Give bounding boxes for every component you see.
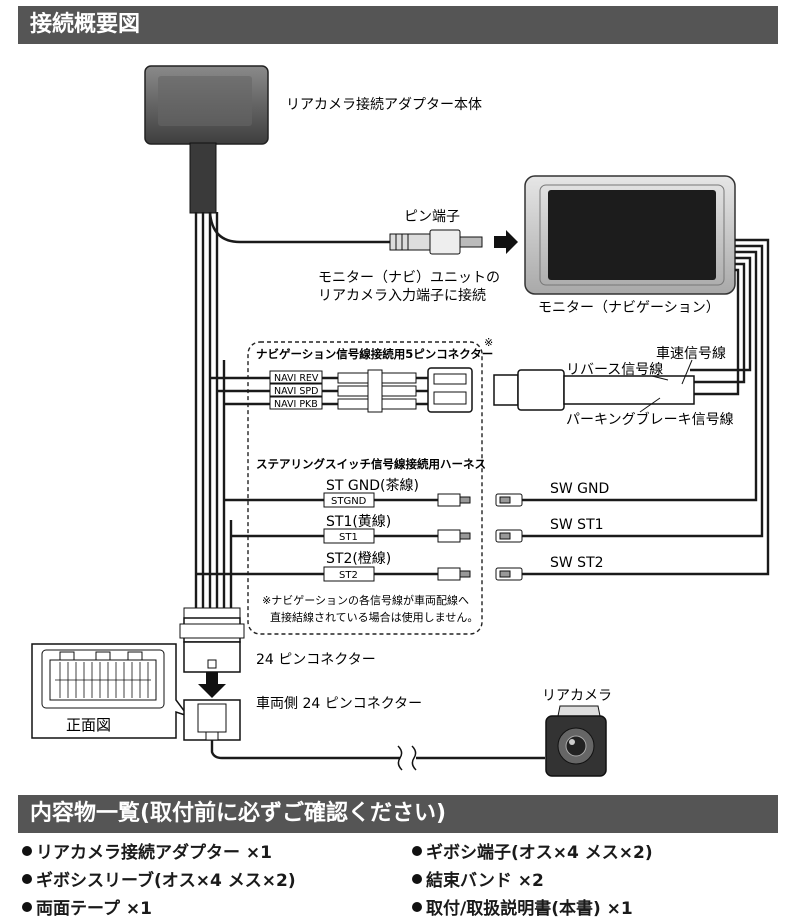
list-item: 両面テープ ×1 <box>22 894 152 919</box>
list-item: ギボシスリーブ(オス×4 メス×2) <box>22 866 296 891</box>
st2-tag: ST2 <box>339 570 358 581</box>
steering-wires <box>196 498 440 576</box>
parking-signal-label: パーキングブレーキ信号線 <box>566 411 734 428</box>
list-item: ギボシ端子(オス×4 メス×2) <box>412 838 653 863</box>
bullet-icon <box>22 874 32 884</box>
video-cable <box>208 211 390 244</box>
bullet-icon <box>412 846 422 856</box>
arrow-down-icon <box>198 672 226 698</box>
main-harness <box>194 212 233 610</box>
navi-tags <box>269 370 323 410</box>
st1-label: ST1(黄線) <box>326 513 391 530</box>
speed-signal-label: 車速信号線 <box>656 345 726 362</box>
monitor-wires <box>520 238 770 576</box>
vehicle-connector-label: 車両側 24 ピンコネクター <box>256 695 422 712</box>
bullet-icon <box>412 902 422 912</box>
sw-bullet-female <box>495 493 523 581</box>
connector-24pin <box>179 607 245 673</box>
header-bar: 接続概要図 <box>18 6 778 44</box>
list-item: 取付/取扱説明書(本書) ×1 <box>412 894 633 919</box>
st-gnd-label: ST GND(茶線) <box>326 478 419 494</box>
bullet-icon <box>22 846 32 856</box>
pin-terminal-label: ピン端子 <box>404 209 460 225</box>
front-view-callout <box>31 643 191 739</box>
adapter-unit <box>144 65 269 214</box>
note-mark: ※ <box>484 336 493 349</box>
navi-pkb-tag: NAVI PKB <box>274 399 318 410</box>
bullet-icon <box>412 874 422 884</box>
rear-camera-label: リアカメラ <box>542 688 612 704</box>
monitor-input-line1: モニター（ナビ）ユニットの <box>318 270 500 286</box>
sw-gnd-label: SW GND <box>550 481 609 497</box>
arrow-right-icon <box>494 230 518 254</box>
note-line1: ※ナビゲーションの各信号線が車両配線へ <box>262 593 469 607</box>
sw-st1-label: SW ST1 <box>550 517 604 533</box>
st2-label: ST2(橙線) <box>326 551 391 567</box>
bullet-icon <box>22 902 32 912</box>
monitor-unit <box>524 175 736 295</box>
front-view-label: 正面図 <box>66 716 111 734</box>
nav-5pin-connector <box>427 367 473 413</box>
connection-diagram: リアカメラ接続アダプター本体 ピン端子 モニター（ナビ）ユニットの リアカメラ入… <box>31 65 770 777</box>
note-line2: 直接結線されている場合は使用しません。 <box>270 610 478 624</box>
steering-title: ステアリングスイッチ信号線接続用ハーネス <box>256 457 486 471</box>
rca-plug <box>389 229 483 255</box>
adapter-label: リアカメラ接続アダプター本体 <box>286 96 482 113</box>
contents-title: 内容物一覧(取付前に必ずご確認ください) <box>30 801 447 826</box>
list-item: 結束バンド ×2 <box>412 866 544 891</box>
cable-break-mark <box>397 745 417 771</box>
optional-harness-box <box>247 341 483 635</box>
sw-st2-label: SW ST2 <box>550 555 604 571</box>
navi-rev-tag: NAVI REV <box>274 373 319 384</box>
monitor-input-line2: リアカメラ入力端子に接続 <box>318 287 486 304</box>
st-gnd-tag: STGND <box>331 496 367 507</box>
monitor-label: モニター（ナビゲーション） <box>538 300 720 316</box>
vehicle-nav-connector <box>493 369 695 411</box>
navi-spd-tag: NAVI SPD <box>274 386 318 397</box>
st-bullet-male <box>437 493 471 581</box>
st-tags <box>323 492 375 582</box>
list-item: リアカメラ接続アダプター ×1 <box>22 838 272 863</box>
reverse-signal-label: リバース信号線 <box>566 362 663 378</box>
nav-bullet-terminals <box>337 369 417 413</box>
nav-connector-title: ナビゲーション信号線接続用5ピンコネクター <box>256 347 493 361</box>
camera-cable <box>210 740 545 760</box>
contents-bar: 内容物一覧(取付前に必ずご確認ください) <box>18 795 778 833</box>
page-title: 接続概要図 <box>30 12 141 37</box>
st1-tag: ST1 <box>339 532 358 543</box>
connector-24-label: 24 ピンコネクター <box>256 652 376 668</box>
rear-camera-unit <box>545 705 607 777</box>
vehicle-connector-24pin <box>183 699 241 741</box>
